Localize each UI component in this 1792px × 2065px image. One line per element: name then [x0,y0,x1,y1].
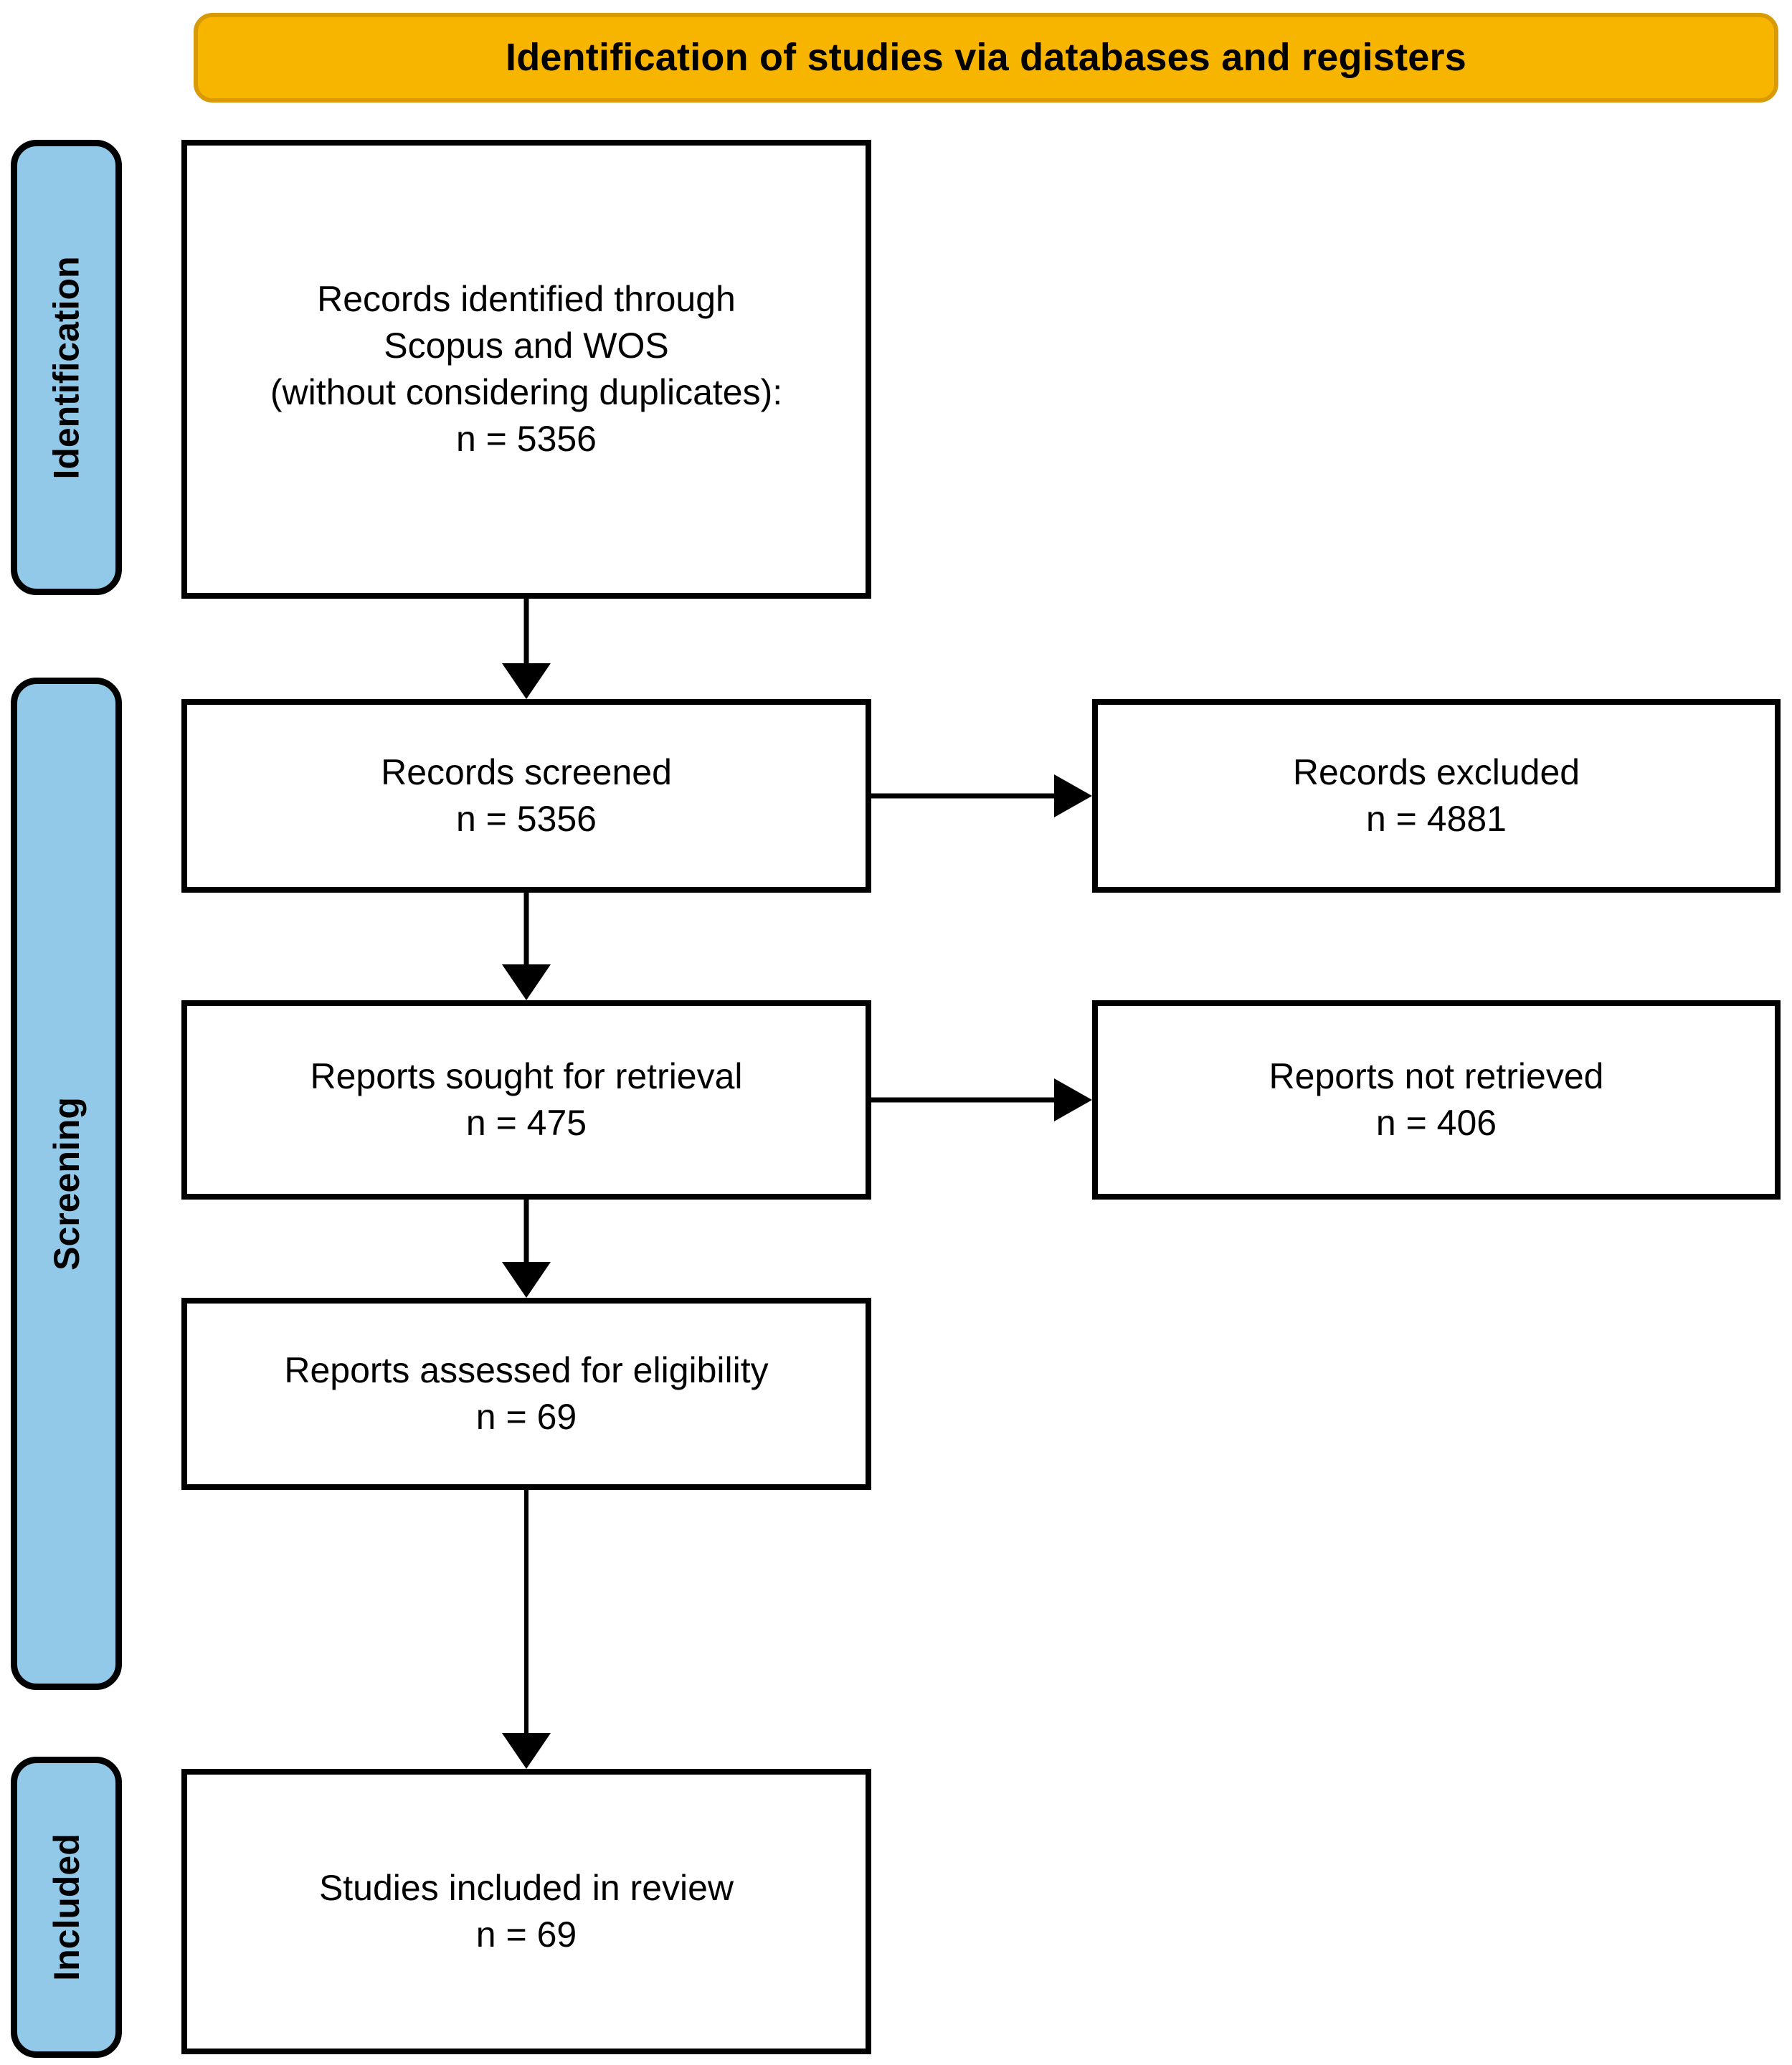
arrow-screened-to-excluded [871,774,1092,817]
stage-label-screening: Screening [11,678,122,1690]
box-studies-included-in-review: Studies included in review n = 69 [181,1769,871,2054]
box-studies-included-in-review-text: Studies included in review n = 69 [318,1868,734,1955]
stage-label-included-text: Included [46,1833,87,1981]
diagram-header-banner: Identification of studies via databases … [194,13,1778,103]
box-reports-assessed-for-eligibility: Reports assessed for eligibility n = 69 [181,1298,871,1490]
box-records-identified: Records identified through Scopus and WO… [181,140,871,599]
stage-label-identification-text: Identification [46,255,87,480]
box-reports-not-retrieved: Reports not retrieved n = 406 [1092,1000,1781,1200]
arrow-sought-to-assessed [502,1200,551,1298]
arrow-identified-to-screened [502,599,551,699]
box-reports-assessed-for-eligibility-text: Reports assessed for eligibility n = 69 [284,1350,769,1437]
stage-label-screening-text: Screening [46,1097,87,1271]
box-records-excluded-text: Records excluded n = 4881 [1292,752,1580,839]
box-records-identified-text: Records identified through Scopus and WO… [270,279,783,459]
box-reports-not-retrieved-text: Reports not retrieved n = 406 [1269,1056,1604,1143]
arrow-assessed-to-included [502,1490,551,1769]
stage-label-identification: Identification [11,140,122,595]
box-reports-sought-for-retrieval-text: Reports sought for retrieval n = 475 [310,1056,743,1143]
arrow-screened-to-sought [502,893,551,1000]
box-reports-sought-for-retrieval: Reports sought for retrieval n = 475 [181,1000,871,1200]
box-records-excluded: Records excluded n = 4881 [1092,699,1781,893]
box-records-screened-text: Records screened n = 5356 [381,752,672,839]
diagram-title: Identification of studies via databases … [506,35,1466,79]
stage-label-included: Included [11,1757,122,2058]
arrow-sought-to-not-retrieved [871,1078,1092,1121]
box-records-screened: Records screened n = 5356 [181,699,871,893]
